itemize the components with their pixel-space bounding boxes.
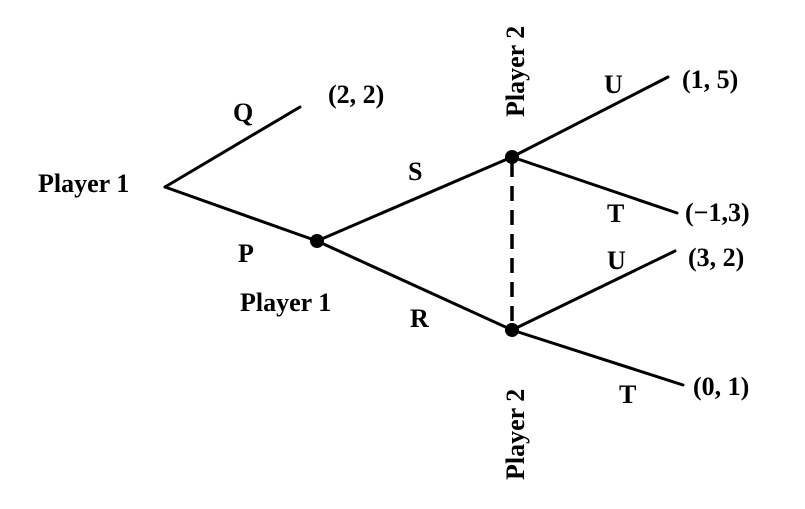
player2-top-node (505, 150, 519, 164)
player2-bottom-node (505, 323, 519, 337)
edge-p (163, 185, 319, 243)
player1-root-label: Player 1 (38, 169, 129, 198)
edge-t-top (510, 155, 679, 215)
payoff-ru: (3, 2) (688, 243, 744, 272)
action-label-p: P (238, 239, 254, 268)
edge-t-bottom (510, 328, 685, 387)
action-label-t-bottom: T (619, 380, 636, 409)
payoff-rt: (0, 1) (693, 372, 749, 401)
player1-second-node (310, 234, 324, 248)
player2-top-label: Player 2 (501, 26, 530, 117)
player2-bottom-label: Player 2 (501, 389, 530, 480)
edge-r (315, 239, 514, 332)
player1-second-label: Player 1 (240, 288, 331, 317)
action-label-u-top: U (604, 70, 623, 99)
action-label-u-bottom: U (607, 246, 626, 275)
edge-s (315, 155, 514, 243)
action-label-s: S (408, 157, 422, 186)
payoff-su: (1, 5) (682, 65, 738, 94)
payoff-q: (2, 2) (328, 80, 384, 109)
action-label-t-top: T (607, 199, 624, 228)
edge-u-bottom (510, 249, 677, 332)
action-label-q: Q (233, 98, 253, 127)
action-label-r: R (410, 304, 429, 333)
payoff-st: (−1,3) (685, 198, 750, 227)
edge-u-top (510, 75, 670, 159)
edge-q (163, 105, 302, 189)
